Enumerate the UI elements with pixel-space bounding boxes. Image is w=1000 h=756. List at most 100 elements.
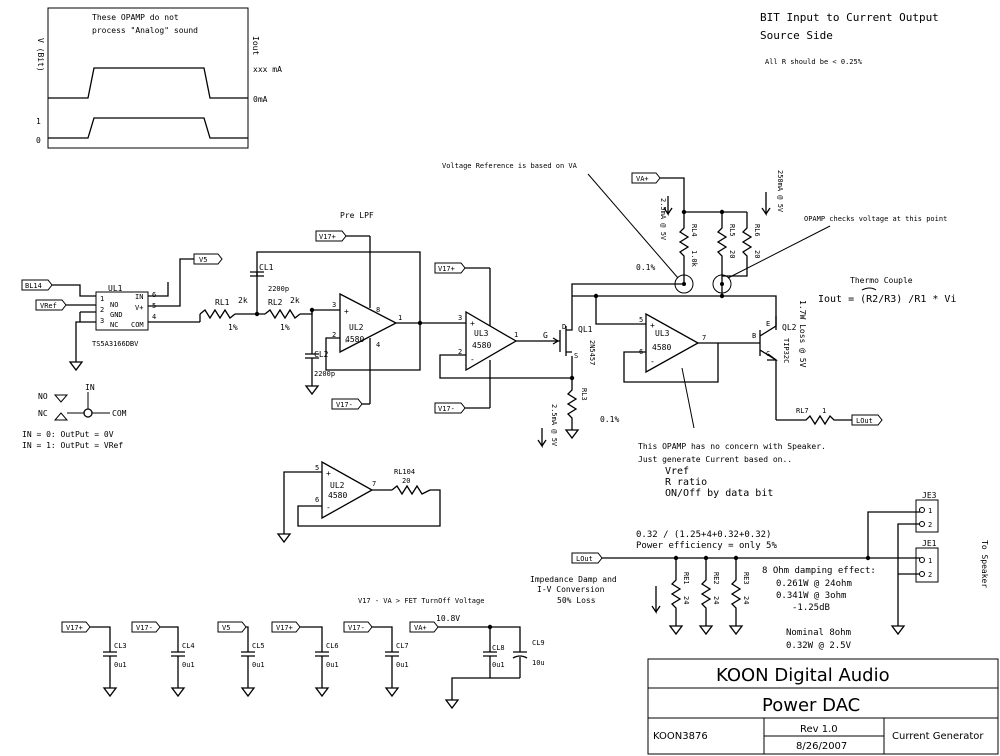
cl8-val: 0u1 [492, 661, 505, 669]
waveform-caption-2: process "Analog" sound [92, 26, 198, 35]
decoupling-wire [90, 626, 117, 688]
connector-je1: JE1 1 2 [915, 539, 939, 583]
supply-voltage: 10.8V [436, 614, 460, 623]
ul1-pin-vplus: V+ [135, 304, 143, 312]
impedance-line-3: 50% Loss [557, 596, 596, 605]
ul1-pin-in: IN [135, 293, 143, 301]
rl3-tol: 0.1% [600, 415, 619, 424]
wire-sense-rail [571, 283, 777, 330]
re2-ref: RE2 [712, 572, 720, 585]
leader-vref [587, 173, 679, 279]
bit-waveform [48, 117, 248, 139]
decoupling-ref: CL3 [114, 642, 127, 650]
ul3b-minus: - [650, 357, 655, 366]
opamp-ul2a: UL2 4580 + - 3 2 1 8 4 [332, 292, 402, 354]
re3-val: 24 [742, 596, 750, 604]
resistor-rl1: RL1 2k 1% [199, 296, 248, 332]
ql2-loss: 1.7W Loss @ 5V [798, 300, 807, 368]
resistor-rl5: RL5 20 [716, 212, 736, 276]
ul2b-minus: - [326, 503, 331, 512]
ql2-part: TIP32C [782, 338, 790, 363]
decoupling-ref: CL5 [252, 642, 265, 650]
concern-line-4: R ratio [665, 477, 707, 488]
ul2a-part: 4580 [345, 335, 364, 344]
resistor-re2: RE2 24 [698, 558, 720, 636]
rl2-val: 2k [290, 296, 300, 305]
thermo-curve [861, 287, 877, 291]
v17p-label-2: V17+ [438, 265, 455, 273]
capacitor-cl1: CL1 2200p [250, 251, 421, 326]
concern-line-3: Vref [665, 466, 689, 477]
rl1-tol: 1% [228, 323, 238, 332]
opamp-checks-note: OPAMP checks voltage at this point [804, 215, 947, 223]
rl2-tol: 1% [280, 323, 290, 332]
ground-connector [890, 625, 906, 636]
wire-je3 [867, 511, 920, 558]
net-flag-v17m-1: V17- [331, 398, 363, 410]
ul1-pinnum-2: 2 [100, 306, 104, 314]
bit-one: 1 [36, 117, 41, 126]
vref-note: Voltage Reference is based on VA [442, 162, 578, 170]
decoupling-value: 0u1 [252, 661, 265, 669]
ql1-drain: D [562, 323, 566, 331]
wire-ul3b [595, 296, 760, 383]
cl1-ref: CL1 [259, 263, 274, 272]
capacitor-cl9: CL9 10u [512, 639, 545, 678]
level-low: 0mA [253, 95, 268, 104]
lout-label-1: LOut [856, 417, 873, 425]
fet-turnoff-note: V17 - VA > FET TurnOff Voltage [358, 597, 484, 605]
ground-symbol [240, 687, 256, 698]
waveform-right-axis: Iout [251, 36, 260, 55]
wire-ul3a [439, 268, 573, 408]
ul2b-pin-out: 7 [372, 480, 376, 488]
net-flag-v5: V5 [193, 253, 223, 265]
decoupling-net-label: V17- [136, 624, 153, 632]
ul2a-ref: UL2 [349, 323, 364, 332]
v17m-label-2: V17- [438, 405, 455, 413]
ul3b-pin-out: 7 [702, 334, 706, 342]
rl3-ref: RL3 [580, 388, 588, 401]
arrow-impedance [651, 586, 661, 615]
ul3a-pin-p: 3 [458, 314, 462, 322]
leader-concern [681, 367, 695, 429]
rl5-val: 20 [728, 250, 736, 258]
wire-va-top [660, 177, 747, 213]
resistor-rl4: RL4 1.0k 2.5mA @ 5V [659, 198, 698, 272]
arrow-rl4 [663, 196, 673, 217]
rl5-ref: RL5 [728, 224, 736, 237]
ul3a-pin-out: 1 [514, 331, 518, 339]
ground-ul1 [68, 361, 84, 372]
net-flag-vref: VRef [35, 299, 67, 311]
ql1-source: S [574, 352, 578, 360]
waveform-box: These OPAMP do not process "Analog" soun… [36, 7, 282, 149]
ul1-pinnum-3: 3 [100, 317, 104, 325]
wire-ul2a [325, 236, 460, 404]
rl7-val: 1 [822, 407, 826, 415]
ul1-pinnum-6: 6 [152, 291, 156, 299]
product-name: Power DAC [762, 695, 860, 716]
decoupling-ref: CL7 [396, 642, 409, 650]
damping-line-2: 0.261W @ 24ohm [776, 579, 852, 589]
legend-in: IN [85, 383, 95, 392]
ql1-gate: G [543, 331, 548, 340]
decoupling-ref: CL6 [326, 642, 339, 650]
rl7-ref: RL7 [796, 407, 809, 415]
wire-nc [75, 321, 96, 362]
net-flag-va-bulk: VA+ [409, 621, 439, 633]
ul2a-pin-vp: 8 [376, 306, 380, 314]
net-flag-lout-2: LOut [571, 552, 603, 564]
ql1-part: 2N5457 [588, 340, 596, 365]
resistor-rl6: RL6 20 250mA @ 5V [722, 170, 784, 277]
resistor-tolerance-note: All R should be < 0.25% [765, 58, 863, 66]
net-flag [61, 621, 91, 633]
net-flag-v17p-1: V17+ [315, 230, 347, 242]
va-label-top: VA+ [636, 175, 649, 183]
ul2a-pin-p: 3 [332, 301, 336, 309]
decoupling-wire [241, 626, 255, 688]
pre-lpf-label: Pre LPF [340, 211, 374, 220]
rl4-current: 2.5mA @ 5V [659, 198, 667, 241]
rl2-ref: RL2 [268, 298, 283, 307]
rl6-ref: RL6 [753, 224, 761, 237]
